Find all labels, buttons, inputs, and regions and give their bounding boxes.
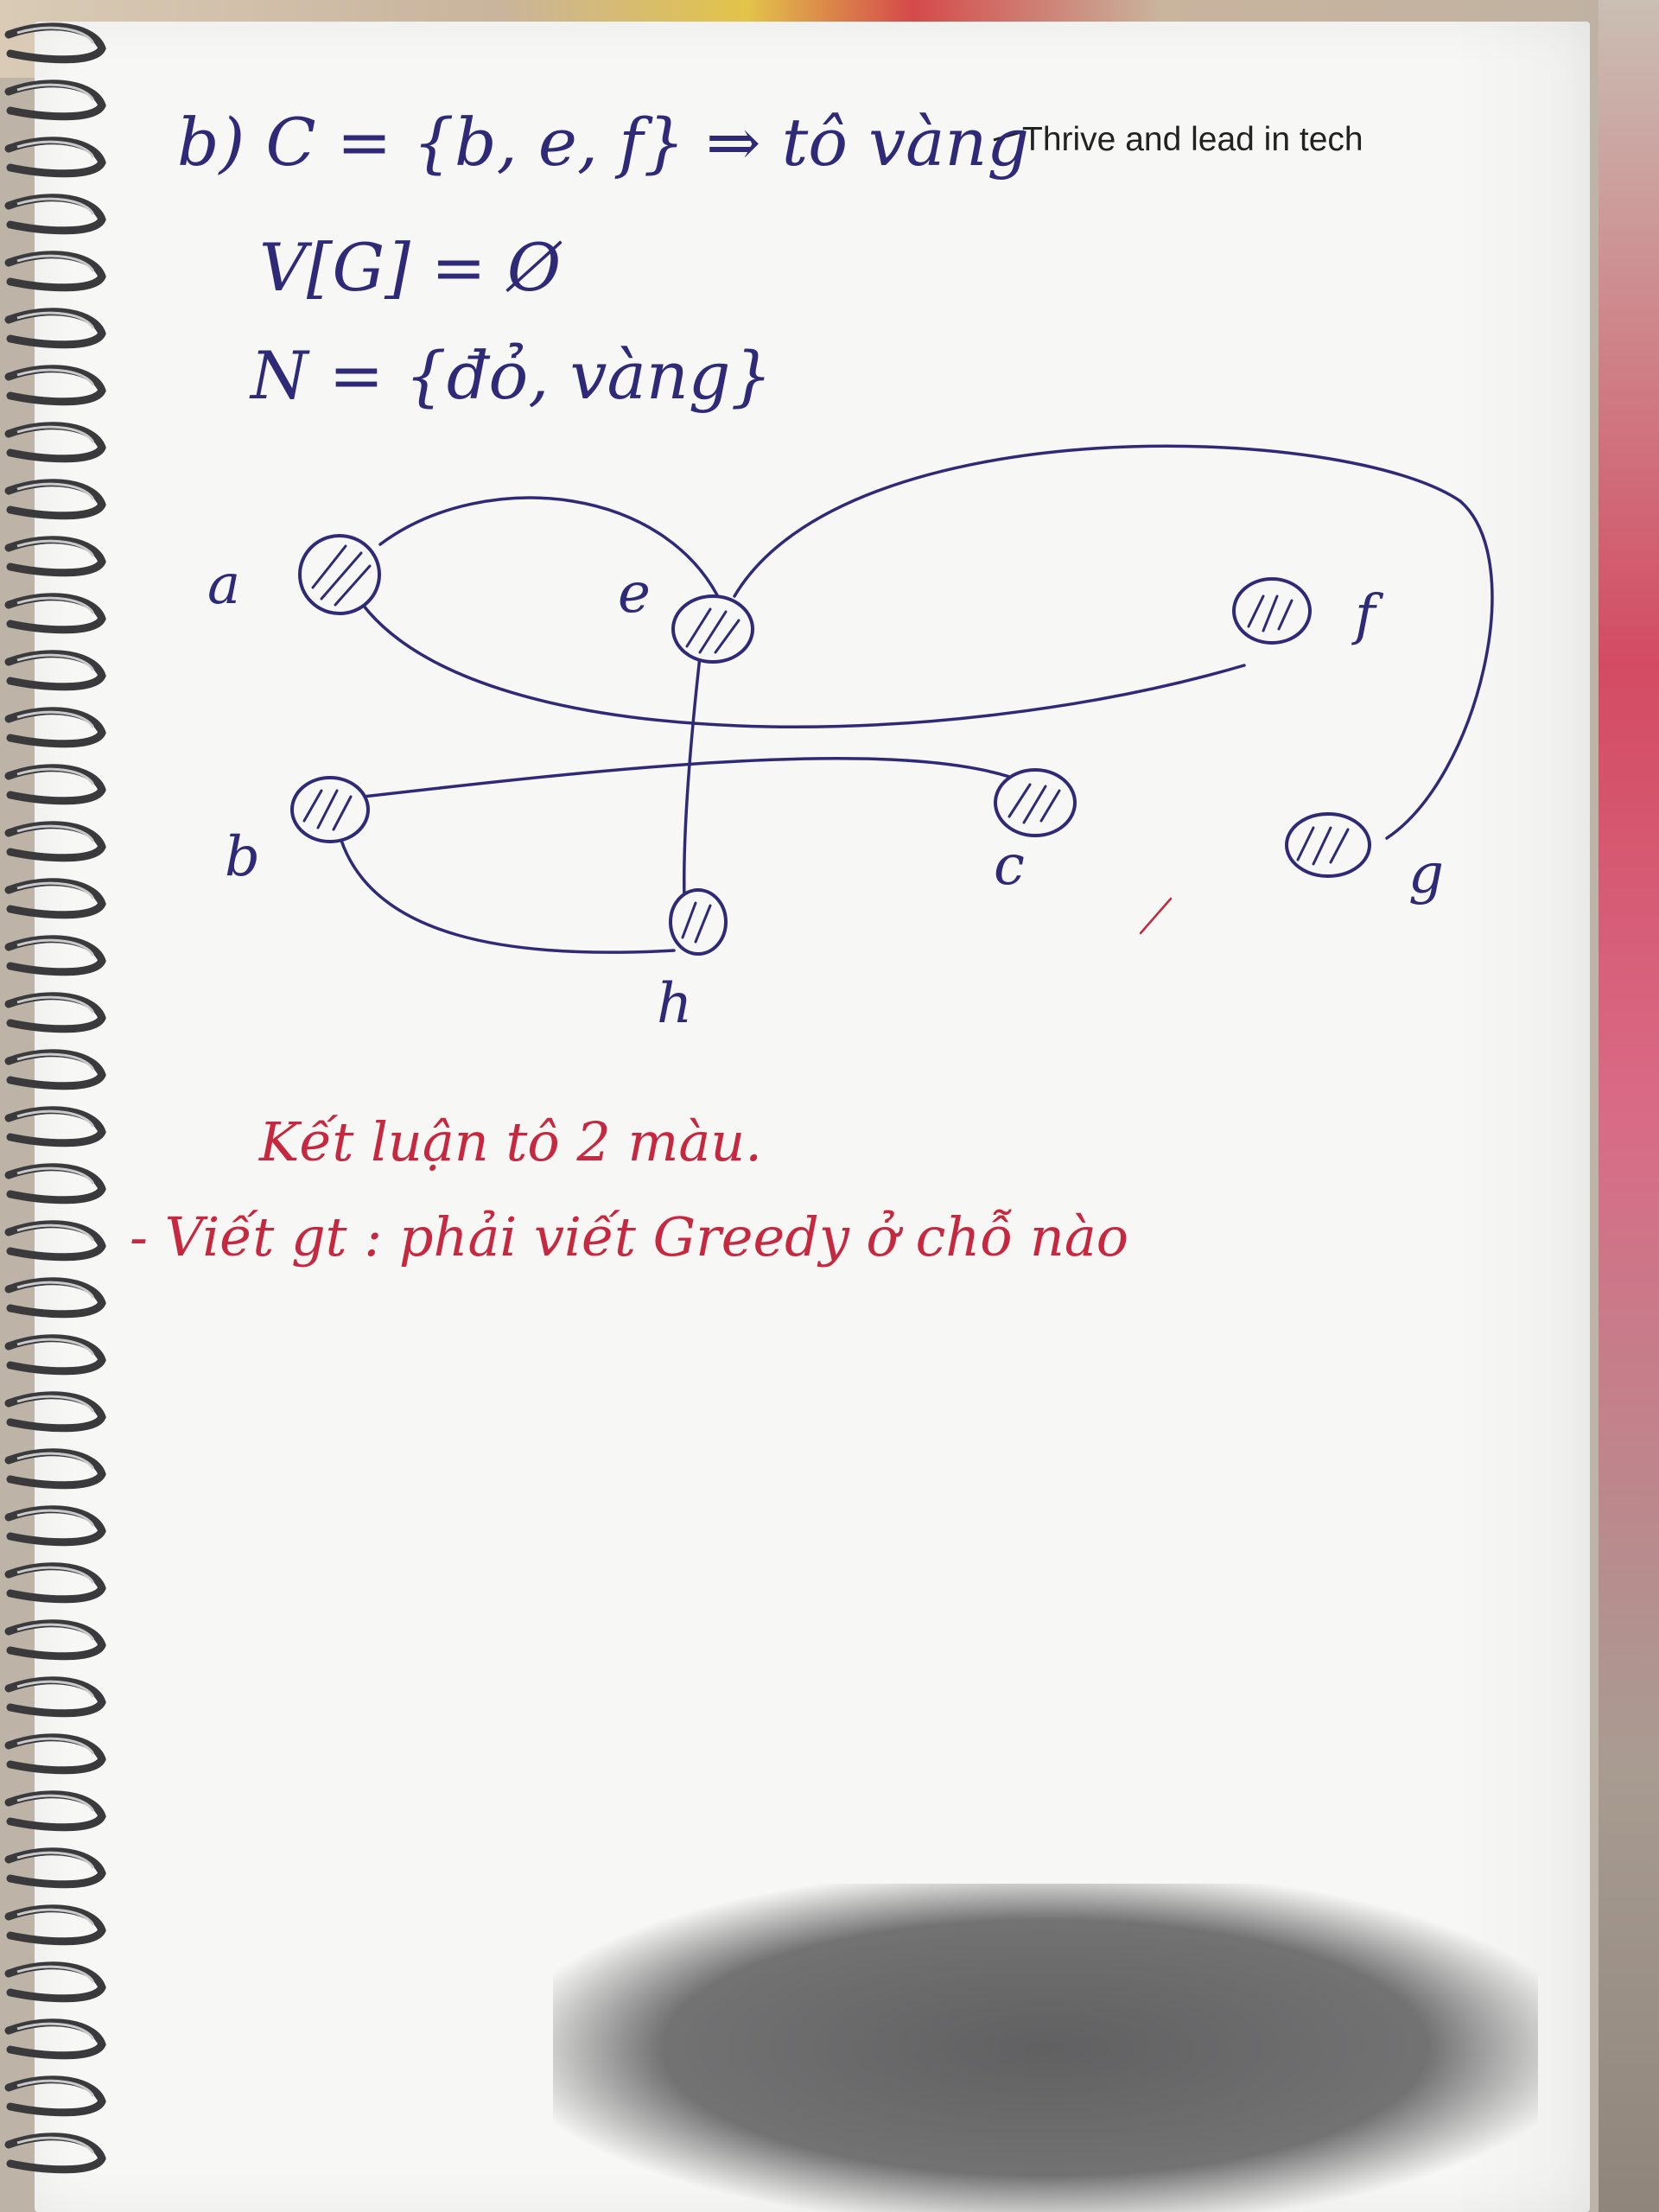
watermark-text: Thrive and lead in tech (1022, 121, 1363, 158)
node-e (671, 594, 754, 664)
spiral-ring (4, 2075, 106, 2117)
spiral-ring (4, 1847, 106, 1889)
spiral-ring (4, 2018, 106, 2060)
spiral-ring (4, 1733, 106, 1775)
spiral-ring (4, 1049, 106, 1090)
spiral-ring (4, 1277, 106, 1319)
spiral-ring (4, 1790, 106, 1832)
spiral-ring (4, 992, 106, 1033)
spiral-ring (4, 194, 106, 235)
node-label-e: e (618, 562, 651, 626)
spiral-ring (4, 1961, 106, 2003)
edge-b-c (361, 756, 1026, 798)
notes-line-1: b) C = {b, e, f} ⇒ tô vàng (177, 104, 1029, 181)
spiral-ring (4, 935, 106, 976)
spiral-ring (4, 251, 106, 292)
edge-b-h (335, 823, 676, 954)
node-label-g: g (1408, 842, 1444, 906)
node-label-f: f (1355, 583, 1376, 647)
spiral-ring (4, 593, 106, 634)
spiral-ring (4, 365, 106, 406)
stray-mark (1139, 897, 1173, 935)
spiral-ring (4, 1448, 106, 1490)
background-fabric-right (1599, 0, 1659, 2212)
spiral-ring (4, 821, 106, 862)
spiral-ring (4, 1619, 106, 1661)
spiral-ring (4, 1676, 106, 1718)
spiral-ring (4, 764, 106, 805)
node-g (1285, 812, 1371, 878)
spiral-ring (4, 1562, 106, 1604)
spiral-ring (4, 479, 106, 520)
spiral-ring (4, 308, 106, 349)
spiral-ring (4, 79, 106, 121)
spiral-ring (4, 650, 106, 691)
spiral-ring (4, 707, 106, 748)
spiral-ring (4, 1904, 106, 1946)
spiral-ring (4, 878, 106, 919)
edge-e-h (683, 655, 702, 900)
spiral-ring (4, 1106, 106, 1147)
node-label-b: b (225, 825, 260, 889)
notes-line-2: V[G] = Ø (259, 229, 562, 306)
node-b (290, 776, 370, 843)
node-label-c: c (994, 834, 1025, 898)
spiral-binding (4, 22, 106, 2174)
edge-a-e (378, 496, 728, 615)
spiral-ring (4, 536, 106, 577)
edge-a-f (361, 603, 1246, 728)
notebook-page (35, 22, 1590, 2212)
spiral-ring (4, 1391, 106, 1433)
spiral-ring (4, 1505, 106, 1547)
spiral-ring (4, 2133, 106, 2174)
notes-line-3: N = {đỏ, vàng} (251, 337, 772, 414)
spiral-ring (4, 22, 106, 64)
remark-note: - Viết gt : phải viết Greedy ở chỗ nào (130, 1205, 1129, 1268)
node-h (669, 888, 728, 956)
node-label-a: a (207, 553, 241, 617)
node-label-h: h (657, 972, 693, 1036)
phone-shadow (553, 1884, 1538, 2212)
spiral-ring (4, 1163, 106, 1205)
spiral-ring (4, 1334, 106, 1376)
conclusion-note: Kết luận tô 2 màu. (259, 1110, 762, 1173)
spiral-ring (4, 422, 106, 463)
spiral-ring (4, 137, 106, 178)
spiral-ring (4, 1220, 106, 1262)
edge-e-g (733, 444, 1494, 840)
